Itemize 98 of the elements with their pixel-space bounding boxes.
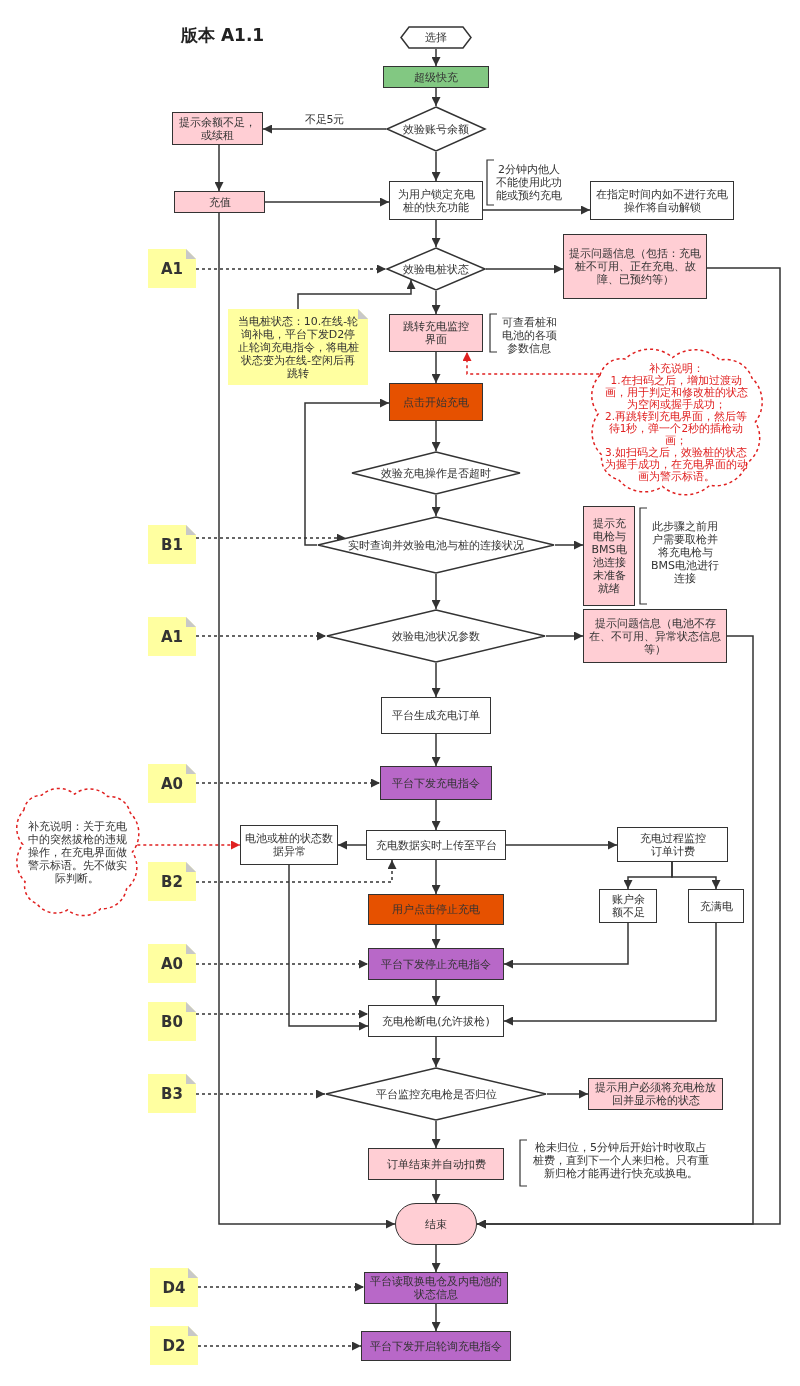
sticky-note: B0 xyxy=(148,1002,196,1041)
arrow xyxy=(264,197,390,207)
arrow xyxy=(503,922,717,1026)
decision-diamond: 平台监控充电枪是否归位 xyxy=(325,1067,547,1121)
process-box: 账户余额不足 xyxy=(599,889,657,923)
process-box: 订单结束并自动扣费 xyxy=(368,1148,504,1180)
process-box: 超级快充 xyxy=(383,66,489,88)
arrow xyxy=(262,124,387,134)
arrow xyxy=(214,144,224,192)
arrow xyxy=(337,840,367,850)
arrow xyxy=(431,420,441,452)
dotted-arrow xyxy=(197,1341,362,1351)
arrow xyxy=(431,1244,441,1273)
arrow xyxy=(431,979,441,1006)
dotted-arrow xyxy=(195,859,397,883)
dotted-arrow xyxy=(195,1009,369,1019)
dotted-arrow xyxy=(195,631,327,641)
dotted-arrow xyxy=(195,778,381,788)
sticky-note: A0 xyxy=(148,764,196,803)
decision-diamond: 实时查询并效验电池与桩的连接状况 xyxy=(317,516,555,574)
process-box: 点击开始充电 xyxy=(389,383,483,421)
arrow xyxy=(431,48,441,67)
hexagon-node: 选择 xyxy=(400,26,472,49)
sticky-note: B2 xyxy=(148,862,196,901)
process-box: 用户点击停止充电 xyxy=(368,894,504,925)
process-box: 平台生成充电订单 xyxy=(381,697,491,734)
process-box: 提示问题信息（包括：充电桩不可用、正在充电、故障、已预约等） xyxy=(563,234,707,299)
process-box: 充满电 xyxy=(688,889,744,923)
dotted-arrow xyxy=(195,264,387,274)
arrow xyxy=(431,859,441,895)
annotation-text: 2分钟内他人不能使用此功能或预约充电 xyxy=(495,163,563,202)
process-box: 充值 xyxy=(174,191,265,213)
decision-diamond: 效验电桩状态 xyxy=(386,247,486,291)
process-box: 在指定时间内如不进行充电操作将自动解锁 xyxy=(590,181,734,220)
sticky-note: A1 xyxy=(148,617,196,656)
arrow xyxy=(671,861,721,890)
arrow xyxy=(431,573,441,610)
title: 版本 A1.1 xyxy=(181,25,265,46)
arrow xyxy=(431,799,441,831)
arrow xyxy=(431,1036,441,1068)
arrow xyxy=(297,279,416,310)
process-box: 平台下发开启轮询充电指令 xyxy=(361,1331,511,1361)
arrow xyxy=(431,87,441,107)
process-box: 充电数据实时上传至平台 xyxy=(366,830,506,860)
process-box: 提示充电枪与BMS电池连接未准备就绪 xyxy=(583,506,635,606)
sticky-note: 当电桩状态：10.在线-轮询补电，平台下发D2停止轮询充电指令，将电桩状态变为在线-空闲后再跳转 xyxy=(228,309,368,385)
dotted-arrow xyxy=(195,959,369,969)
arrow xyxy=(431,1179,441,1204)
process-box: 平台读取换电仓及内电池的状态信息 xyxy=(364,1272,508,1304)
dotted-arrow xyxy=(462,351,600,375)
process-box: 平台下发充电指令 xyxy=(380,766,492,800)
edge-label: 不足5元 xyxy=(302,113,347,126)
arrow xyxy=(288,864,369,1031)
sticky-note: B3 xyxy=(148,1074,196,1113)
terminal-node: 结束 xyxy=(395,1203,477,1245)
decision-diamond: 效验电池状况参数 xyxy=(326,609,546,663)
sticky-note: B1 xyxy=(148,525,196,564)
arrow xyxy=(485,264,564,274)
sticky-note: A0 xyxy=(148,944,196,983)
decision-diamond: 效验充电操作是否超时 xyxy=(351,451,521,495)
arrow xyxy=(431,151,441,182)
annotation-text: 此步骤之前用户需要取枪并将充电枪与BMS电池进行连接 xyxy=(650,520,720,585)
arrow xyxy=(431,733,441,767)
arrow xyxy=(431,1303,441,1332)
arrow xyxy=(431,662,441,698)
arrow xyxy=(304,398,390,546)
annotation-text: 枪未归位，5分钟后开始计时收取占桩费，直到下一个人来归枪。只有重新归枪才能再进行快充或换电。 xyxy=(532,1141,710,1180)
sticky-note: D4 xyxy=(150,1268,198,1307)
process-box: 提示用户必须将充电枪放回并显示枪的状态 xyxy=(588,1078,723,1110)
arrow xyxy=(218,212,396,1229)
arrow xyxy=(431,924,441,949)
arrow xyxy=(431,290,441,315)
annotation-text: 可查看桩和电池的各项参数信息 xyxy=(500,316,558,355)
process-box: 跳转充电监控界面 xyxy=(389,314,483,352)
arrow xyxy=(431,351,441,384)
arrow xyxy=(476,635,754,1229)
arrow xyxy=(482,205,591,215)
process-box: 充电枪断电(允许拔枪) xyxy=(368,1005,504,1037)
arrow xyxy=(431,219,441,248)
decision-diamond: 效验账号余额 xyxy=(386,106,486,152)
arrow xyxy=(431,494,441,517)
process-box: 平台下发停止充电指令 xyxy=(368,948,504,980)
arrow xyxy=(546,1089,589,1099)
dotted-arrow xyxy=(197,1282,365,1292)
arrow xyxy=(554,540,584,550)
process-box: 提示问题信息（电池不存在、不可用、异常状态信息等） xyxy=(583,609,727,663)
dotted-arrow xyxy=(195,1089,326,1099)
arrow xyxy=(431,1120,441,1149)
sticky-note: D2 xyxy=(150,1326,198,1365)
process-box: 充电过程监控订单计费 xyxy=(617,827,728,862)
arrow xyxy=(545,631,584,641)
process-box: 提示余额不足，或续租 xyxy=(172,112,263,145)
arrow xyxy=(505,840,618,850)
process-box: 为用户锁定充电桩的快充功能 xyxy=(389,181,483,220)
sticky-note: A1 xyxy=(148,249,196,288)
dotted-arrow xyxy=(136,840,241,850)
arrow xyxy=(503,922,629,969)
process-box: 电池或桩的状态数据异常 xyxy=(240,825,338,865)
